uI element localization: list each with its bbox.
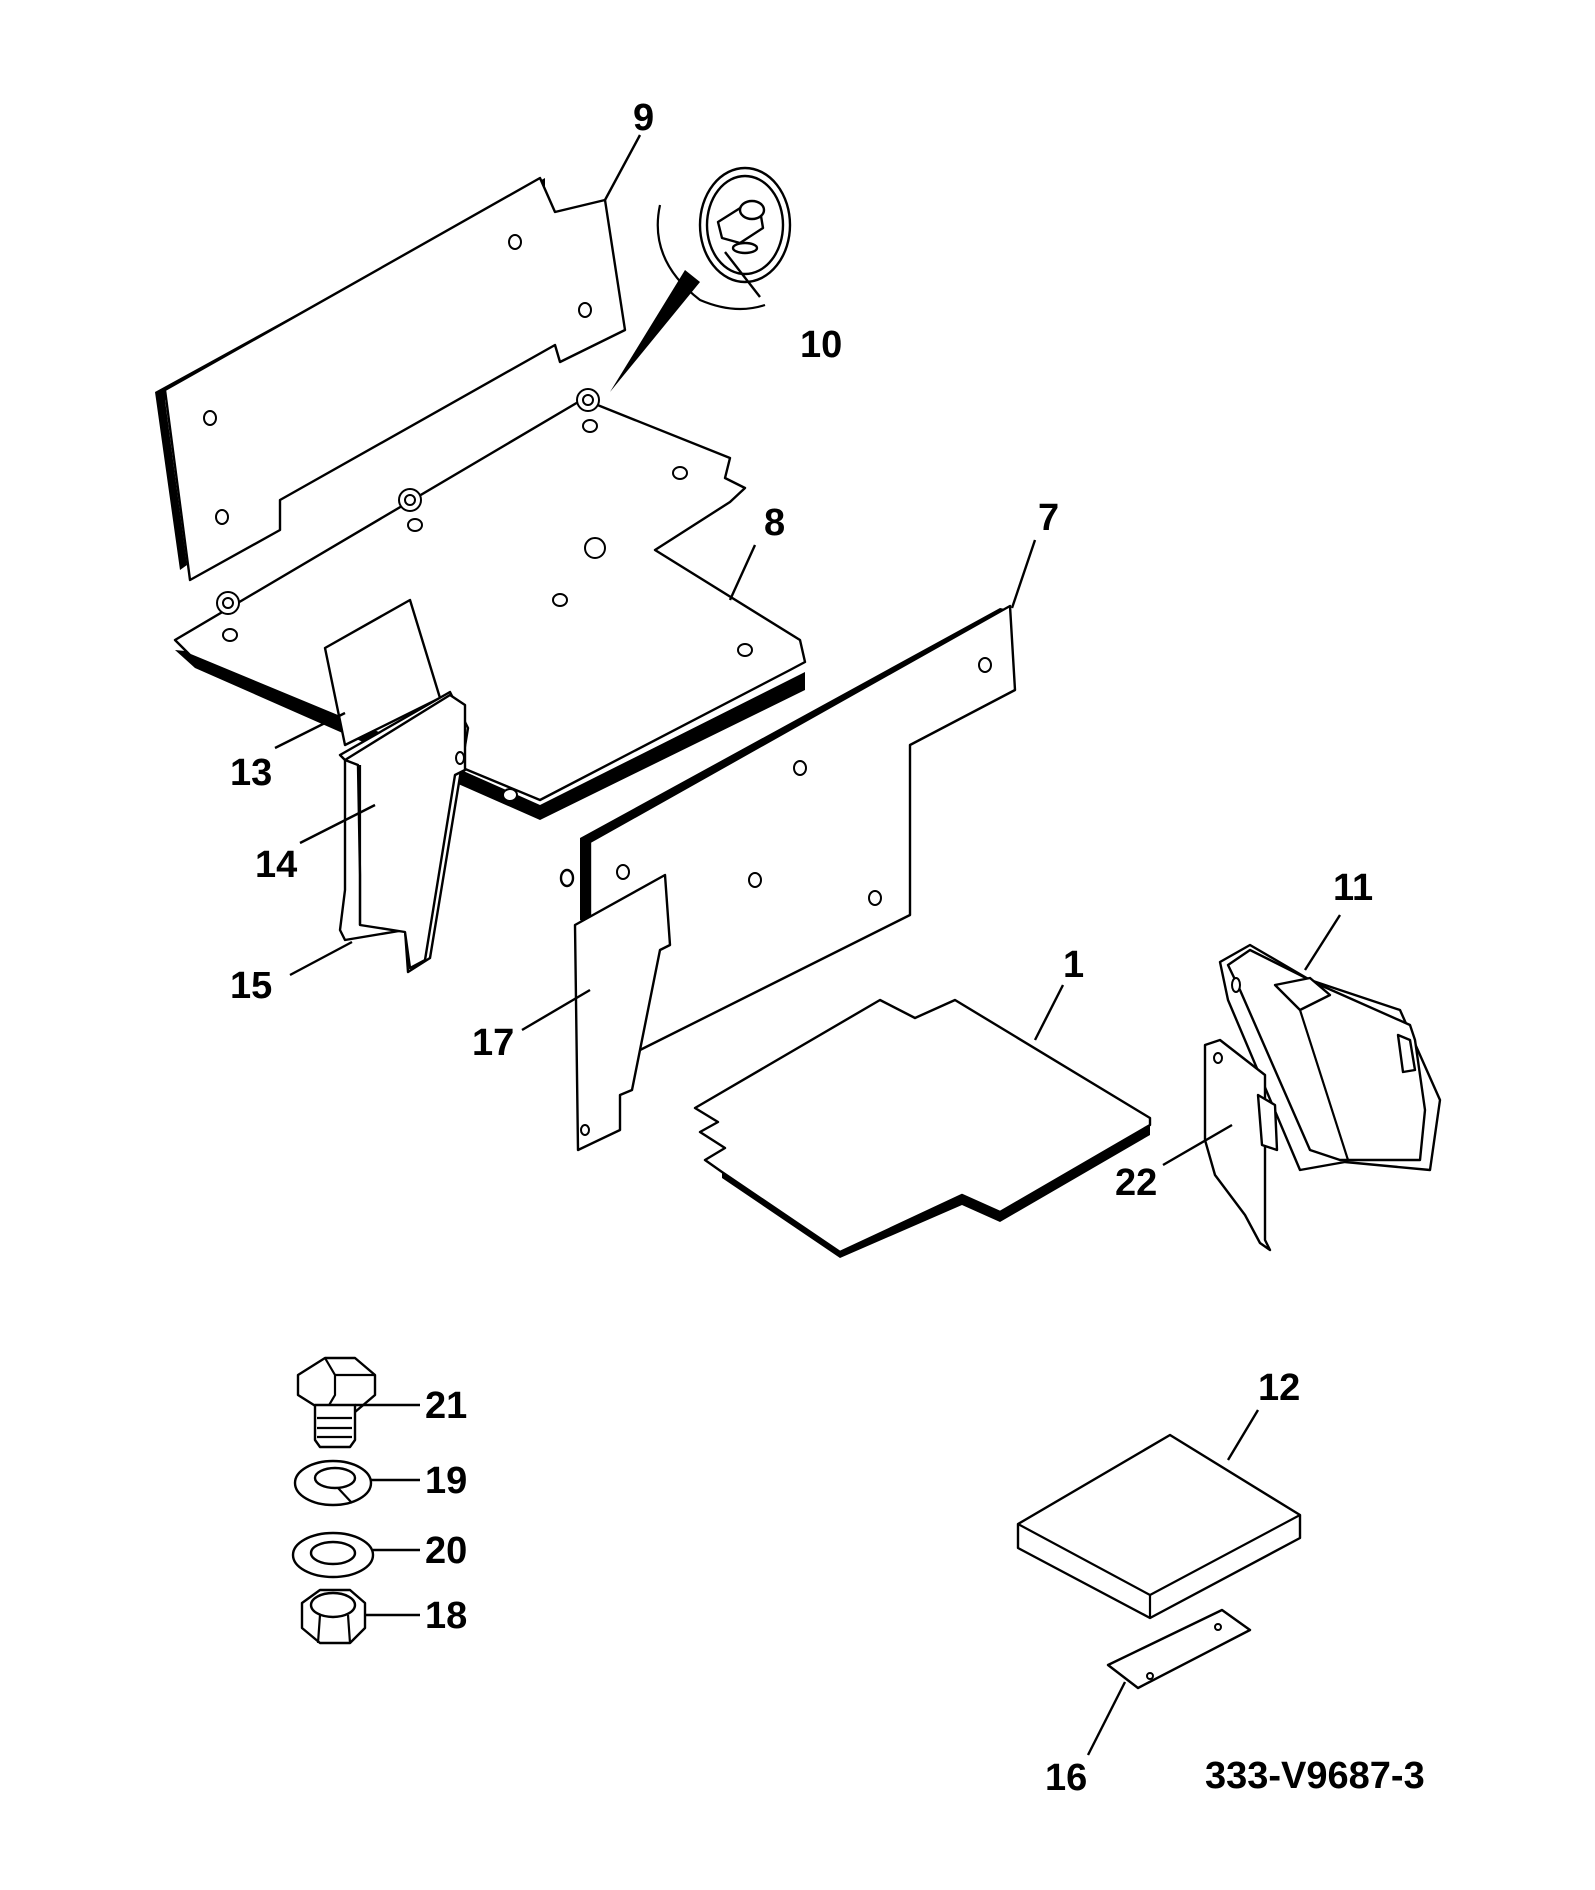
callout-16: 16 — [1045, 1757, 1087, 1799]
nut-icon — [300, 1588, 367, 1645]
washer-icon — [291, 1531, 375, 1579]
part-13-14-15-side-bracket — [323, 598, 470, 974]
callout-22: 22 — [1115, 1162, 1157, 1204]
lock-washer-icon — [293, 1459, 373, 1507]
callout-1: 1 — [1063, 944, 1084, 986]
callout-9: 9 — [633, 97, 654, 139]
callout-8: 8 — [764, 502, 785, 544]
part-8-floor-plate — [173, 388, 807, 820]
part-22-plate — [1203, 1038, 1279, 1252]
leader-lines — [274, 134, 1342, 1756]
callout-21: 21 — [425, 1385, 467, 1427]
part-10-isolation-mount — [610, 166, 792, 392]
callout-11: 11 — [1333, 867, 1373, 909]
part-11-cover-housing — [1218, 943, 1442, 1172]
callout-7: 7 — [1038, 497, 1059, 539]
part-9-back-panel — [155, 176, 627, 582]
callout-17: 17 — [472, 1022, 514, 1064]
drawing-number: 333-V9687-3 — [1205, 1755, 1425, 1797]
callout-18: 18 — [425, 1595, 467, 1637]
part-1-floor-mat — [693, 998, 1152, 1258]
part-17-gusset — [573, 873, 672, 1152]
callout-14: 14 — [255, 844, 297, 886]
callout-15: 15 — [230, 965, 272, 1007]
part-16-label — [1106, 1608, 1252, 1690]
callout-12: 12 — [1258, 1367, 1300, 1409]
bolt-icon — [296, 1356, 377, 1449]
callout-20: 20 — [425, 1530, 467, 1572]
grommet-icon — [216, 388, 600, 615]
callout-19: 19 — [425, 1460, 467, 1502]
callout-10: 10 — [800, 324, 842, 366]
callout-13: 13 — [230, 752, 272, 794]
part-12-pad — [1016, 1433, 1302, 1620]
